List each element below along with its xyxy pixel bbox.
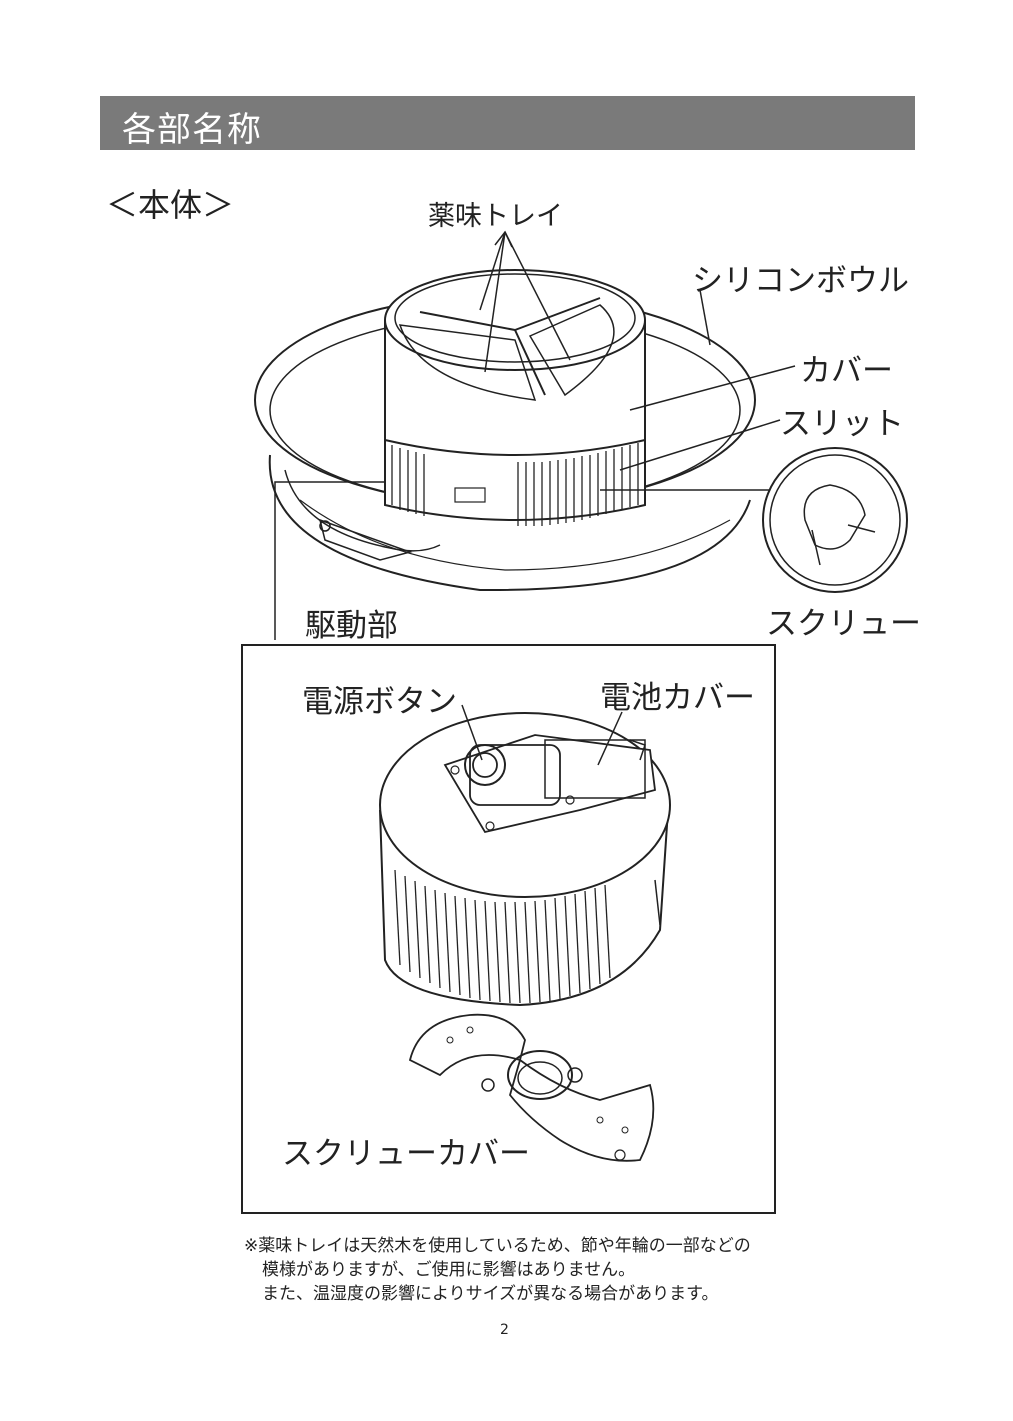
label-screw-cover: スクリューカバー xyxy=(282,1128,530,1173)
note-line-3: また、温湿度の影響によりサイズが異なる場合があります。 xyxy=(244,1282,751,1306)
label-cover: カバー xyxy=(800,345,893,390)
label-power-button: 電源ボタン xyxy=(302,676,457,721)
label-screw: スクリュー xyxy=(766,598,921,643)
label-silicone-bowl: シリコンボウル xyxy=(692,255,909,300)
label-slit: スリット xyxy=(780,398,904,443)
label-condiment-tray: 薬味トレイ xyxy=(428,194,563,233)
page-number: 2 xyxy=(500,1322,509,1338)
drive-unit-detail-illustration xyxy=(380,713,670,1005)
label-drive-unit: 駆動部 xyxy=(305,600,398,645)
note-line-2: 模様がありますが、ご使用に影響はありません。 xyxy=(244,1258,751,1282)
usage-note: ※薬味トレイは天然木を使用しているため、節や年輪の一部などの 模様がありますが、… xyxy=(244,1234,751,1306)
screw-detail-illustration xyxy=(763,448,907,592)
note-line-1: ※薬味トレイは天然木を使用しているため、節や年輪の一部などの xyxy=(244,1234,751,1258)
label-battery-cover: 電池カバー xyxy=(600,672,755,717)
